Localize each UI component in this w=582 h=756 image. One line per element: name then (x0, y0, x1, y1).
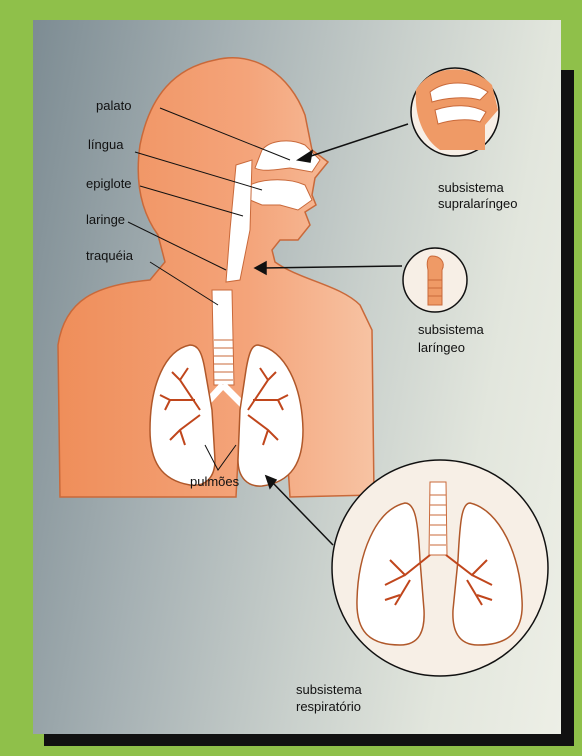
label-laringe: laringe (86, 212, 125, 227)
label-subsistema-laringeo-2: laríngeo (418, 340, 465, 355)
inset-supralaryngeal (411, 68, 499, 156)
label-subsistema-supra-1: subsistema (438, 180, 504, 195)
label-epiglote: epiglote (86, 176, 132, 191)
label-palato: palato (96, 98, 131, 113)
trachea (212, 290, 234, 385)
label-subsistema-supra-2: supralaríngeo (438, 196, 518, 211)
label-subsistema-respiratorio-1: subsistema (296, 682, 362, 697)
inset-laryngeal (403, 248, 467, 312)
inset-respiratory (332, 460, 548, 676)
label-subsistema-respiratorio-2: respiratório (296, 699, 361, 714)
label-pulmoes: pulmões (190, 474, 239, 489)
label-subsistema-laringeo-1: subsistema (418, 322, 484, 337)
label-lingua: língua (88, 137, 123, 152)
body-silhouette (58, 58, 374, 497)
label-traqueia: traquéia (86, 248, 133, 263)
